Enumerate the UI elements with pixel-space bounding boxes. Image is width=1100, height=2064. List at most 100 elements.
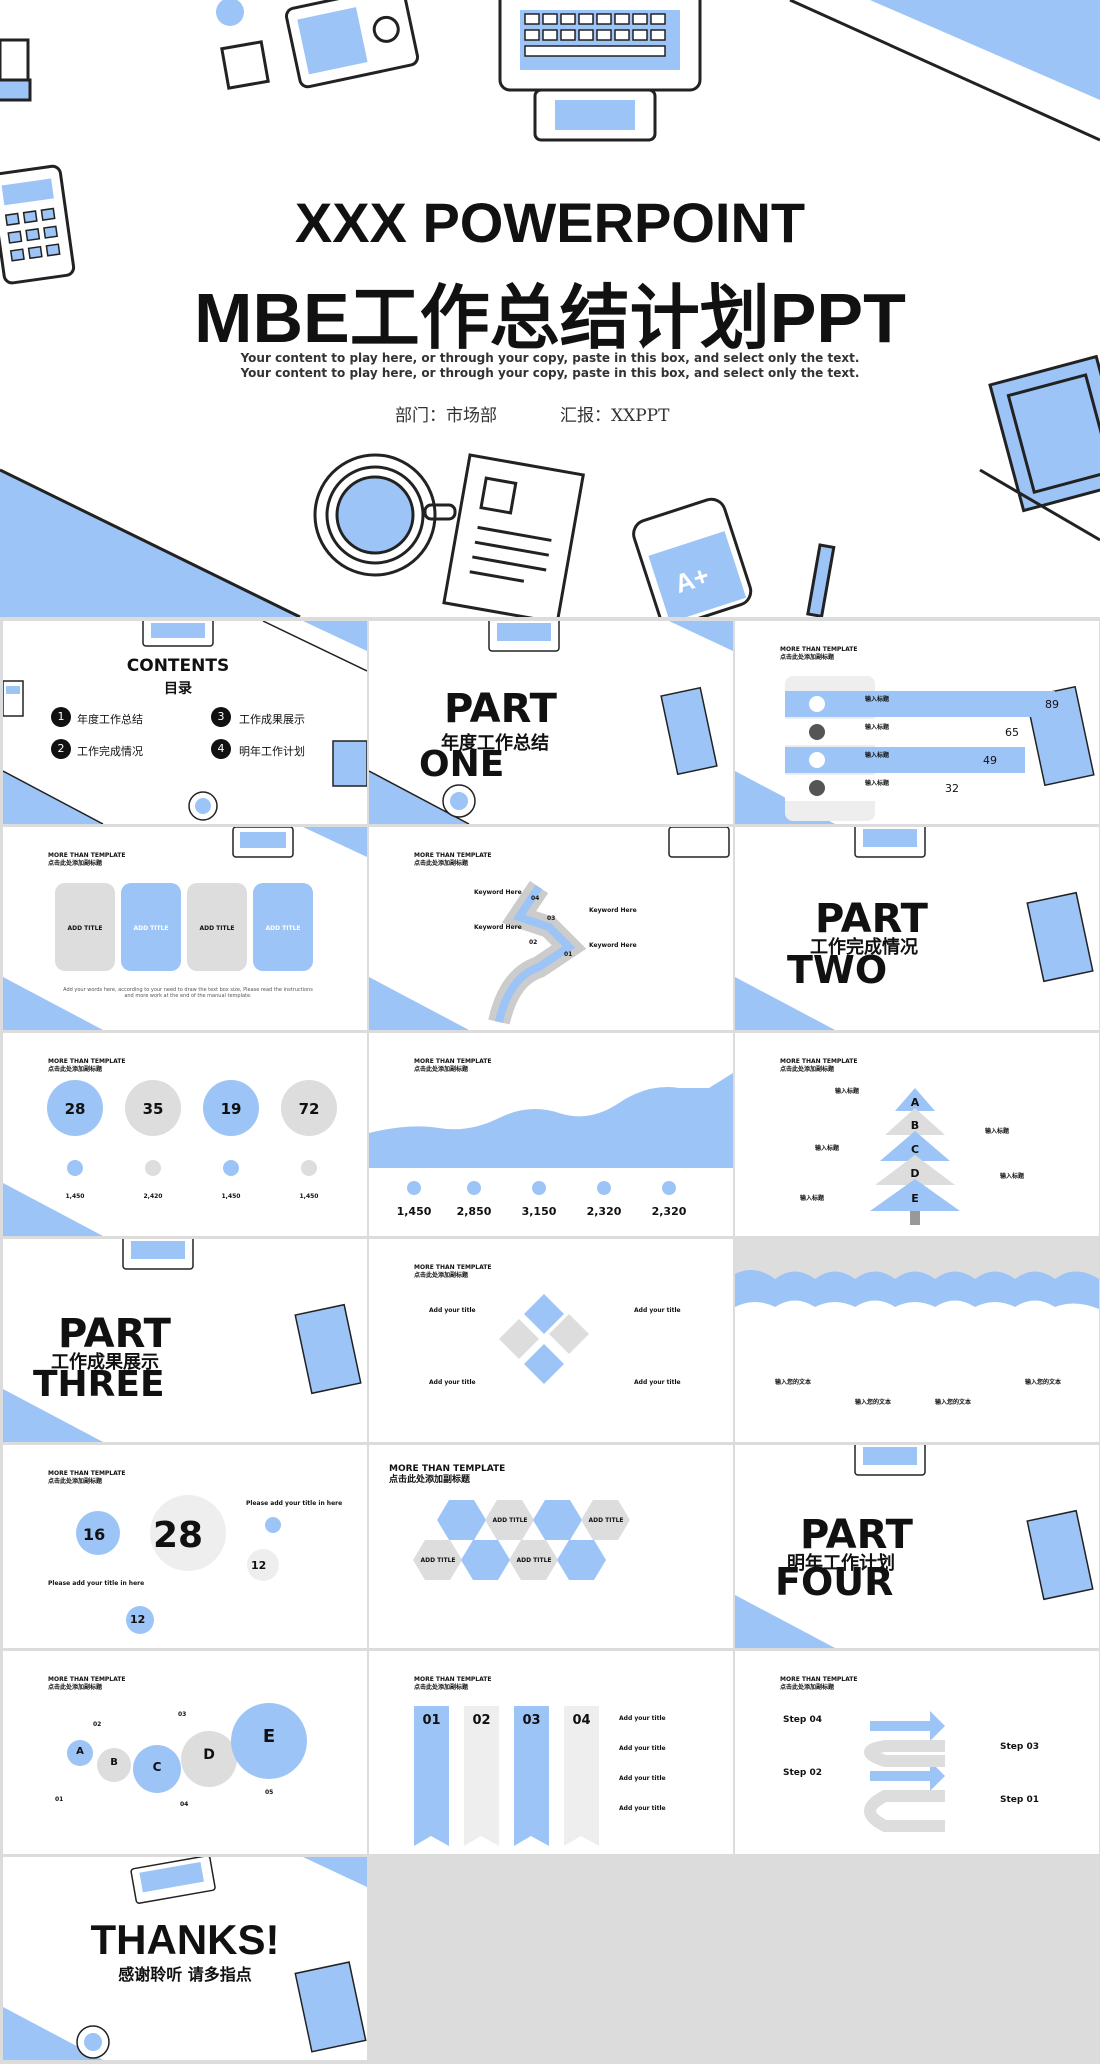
slide-hex[interactable]: MORE THAN TEMPLATE 点击此处添加副标题 ADD TITLE A… (369, 1445, 733, 1648)
bar-value: 89 (1045, 698, 1059, 711)
column-number: 04 (572, 1713, 591, 1728)
circle-value: 12 (251, 1559, 267, 1572)
column-number: 02 (472, 1713, 491, 1728)
slide-bg (369, 621, 733, 824)
bar-label: 输入标题 (865, 780, 890, 787)
header-cn: 点击此处添加副标题 (48, 860, 103, 867)
slide-bg (3, 1857, 367, 2060)
part-title: 年度工作总结 (441, 733, 549, 754)
area-number: 2,850 (456, 1205, 492, 1218)
part-number: THREE (33, 1364, 165, 1405)
columns-graphic (414, 1706, 599, 1846)
step-label: Step 04 (783, 1715, 822, 1725)
slide-thanks[interactable]: THANKS! 感谢聆听 请多指点 (3, 1857, 367, 2060)
step-label: Step 01 (1000, 1795, 1039, 1805)
contents-item[interactable]: 明年工作计划 (239, 745, 305, 758)
part-title: 工作成果展示 (51, 1352, 159, 1373)
cover-reporter: 汇报：XXPPT (560, 406, 670, 426)
part-word: PART (444, 686, 557, 732)
header-en: MORE THAN TEMPLATE (780, 646, 858, 653)
part-word: PART (58, 1311, 171, 1357)
slide-part-three[interactable]: PART THREE 工作成果展示 (3, 1239, 367, 1442)
header-en: MORE THAN TEMPLATE (48, 1470, 126, 1477)
cloud-label: 输入您的文本 (935, 1399, 972, 1406)
bar-value: 65 (1005, 726, 1019, 739)
bar-value: 49 (983, 754, 997, 767)
cloud-graphic (735, 1239, 1099, 1309)
slide-puzzle[interactable]: MORE THAN TEMPLATE 点击此处添加副标题 Add your ti… (369, 1239, 733, 1442)
slide-cloud[interactable]: 输入您的文本 输入您的文本 输入您的文本 输入您的文本 (735, 1239, 1099, 1442)
slide-drops[interactable]: MORE THAN TEMPLATE 点击此处添加副标题 28 35 19 72… (3, 1033, 367, 1236)
slide-area[interactable]: MORE THAN TEMPLATE 点击此处添加副标题 1,450 2,850… (369, 1033, 733, 1236)
step-number: 03 (547, 915, 556, 922)
bar-label: 输入标题 (865, 724, 890, 731)
slide-circles[interactable]: MORE THAN TEMPLATE 点击此处添加副标题 16 28 12 12… (3, 1445, 367, 1648)
bubble-letter: E (262, 1726, 276, 1747)
arrows-graphic (864, 1711, 945, 1832)
slide-bubbles[interactable]: MORE THAN TEMPLATE 点击此处添加副标题 A B C D E 0… (3, 1651, 367, 1854)
bubble-letter: C (152, 1760, 162, 1774)
slide-contents[interactable]: CONTENTS 目录 1 年度工作总结 2 工作完成情况 3 工作成果展示 4… (3, 621, 367, 824)
contents-item[interactable]: 工作完成情况 (77, 745, 143, 758)
bubble-step: 05 (265, 1789, 274, 1796)
tree-label: 输入标题 (835, 1088, 860, 1095)
drop-number: 1,450 (299, 1193, 319, 1200)
column-label: Add your title (619, 1775, 666, 1782)
header-cn: 点击此处添加副标题 (48, 1478, 103, 1485)
slide-part-one[interactable]: PART ONE 年度工作总结 (369, 621, 733, 824)
slide-tree[interactable]: MORE THAN TEMPLATE 点击此处添加副标题 A B C D E 输… (735, 1033, 1099, 1236)
tree-letter: C (910, 1143, 920, 1156)
circle-value: 28 (153, 1515, 204, 1556)
header-cn: 点击此处添加副标题 (48, 1684, 103, 1691)
cover-title-en: XXX POWERPOINT (294, 191, 806, 254)
contents-subtitle: 目录 (164, 681, 192, 697)
slide-part-four[interactable]: PART FOUR 明年工作计划 (735, 1445, 1099, 1648)
keyword-label: Keyword Here (589, 942, 637, 949)
area-number: 2,320 (586, 1205, 622, 1218)
slide-arrows[interactable]: MORE THAN TEMPLATE 点击此处添加副标题 Step 04 Ste… (735, 1651, 1099, 1854)
step-number: 01 (564, 951, 573, 958)
thanks-subtitle: 感谢聆听 请多指点 (118, 1965, 252, 1984)
drop-number: 1,450 (65, 1193, 85, 1200)
contents-num: 4 (211, 739, 231, 759)
slide-columns[interactable]: MORE THAN TEMPLATE 点击此处添加副标题 01 02 03 04… (369, 1651, 733, 1854)
contents-item[interactable]: 工作成果展示 (239, 713, 305, 726)
part-word: PART (815, 896, 928, 942)
circle-value: 12 (130, 1613, 146, 1626)
card-title: ADD TITLE (265, 925, 301, 932)
drop-percent: 19 (220, 1100, 242, 1118)
slide-bg (735, 827, 1094, 1030)
slide-bg (3, 827, 367, 1030)
contents-num: 1 (51, 707, 71, 727)
area-number: 1,450 (396, 1205, 432, 1218)
tree-letter: B (910, 1119, 920, 1132)
part-number: ONE (419, 744, 505, 785)
header-cn: 点击此处添加副标题 (48, 1066, 103, 1073)
slide-keywords[interactable]: MORE THAN TEMPLATE 点击此处添加副标题 Keyword Her… (369, 827, 733, 1030)
road-graphic (369, 827, 730, 1030)
tree-label: 输入标题 (800, 1195, 825, 1202)
cover-subtitle-2: Your content to play here, or through yo… (240, 366, 860, 380)
slide-part-two[interactable]: PART TWO 工作完成情况 (735, 827, 1099, 1030)
header-cn: 点击此处添加副标题 (414, 860, 469, 867)
header-en: MORE THAN TEMPLATE (414, 1058, 492, 1065)
header-en: MORE THAN TEMPLATE (48, 1676, 126, 1683)
keyword-label: Keyword Here (474, 924, 522, 931)
cover-slide[interactable]: A+ XXX POWERPOINT MBE工作总结计划PPT Your cont… (0, 0, 1100, 617)
tree-letter: A (910, 1096, 920, 1109)
contents-title: CONTENTS (126, 656, 230, 676)
header-en: MORE THAN TEMPLATE (48, 852, 126, 859)
step-number: 02 (529, 939, 538, 946)
puzzle-label: Add your title (429, 1379, 476, 1386)
contents-item[interactable]: 年度工作总结 (77, 713, 143, 726)
hex-label: ADD TITLE (420, 1557, 456, 1564)
column-label: Add your title (619, 1745, 666, 1752)
slide-bars[interactable]: MORE THAN TEMPLATE 点击此处添加副标题 输入标题 输入标题 输… (735, 621, 1099, 824)
bubble-step: 03 (178, 1711, 187, 1718)
drop-percent: 35 (142, 1100, 164, 1118)
circles-graphic (76, 1495, 281, 1634)
slide-cards[interactable]: MORE THAN TEMPLATE 点击此处添加副标题 ADD TITLE A… (3, 827, 367, 1030)
circle-title: Please add your title in here (48, 1580, 145, 1587)
slide-bg (735, 1445, 1094, 1648)
